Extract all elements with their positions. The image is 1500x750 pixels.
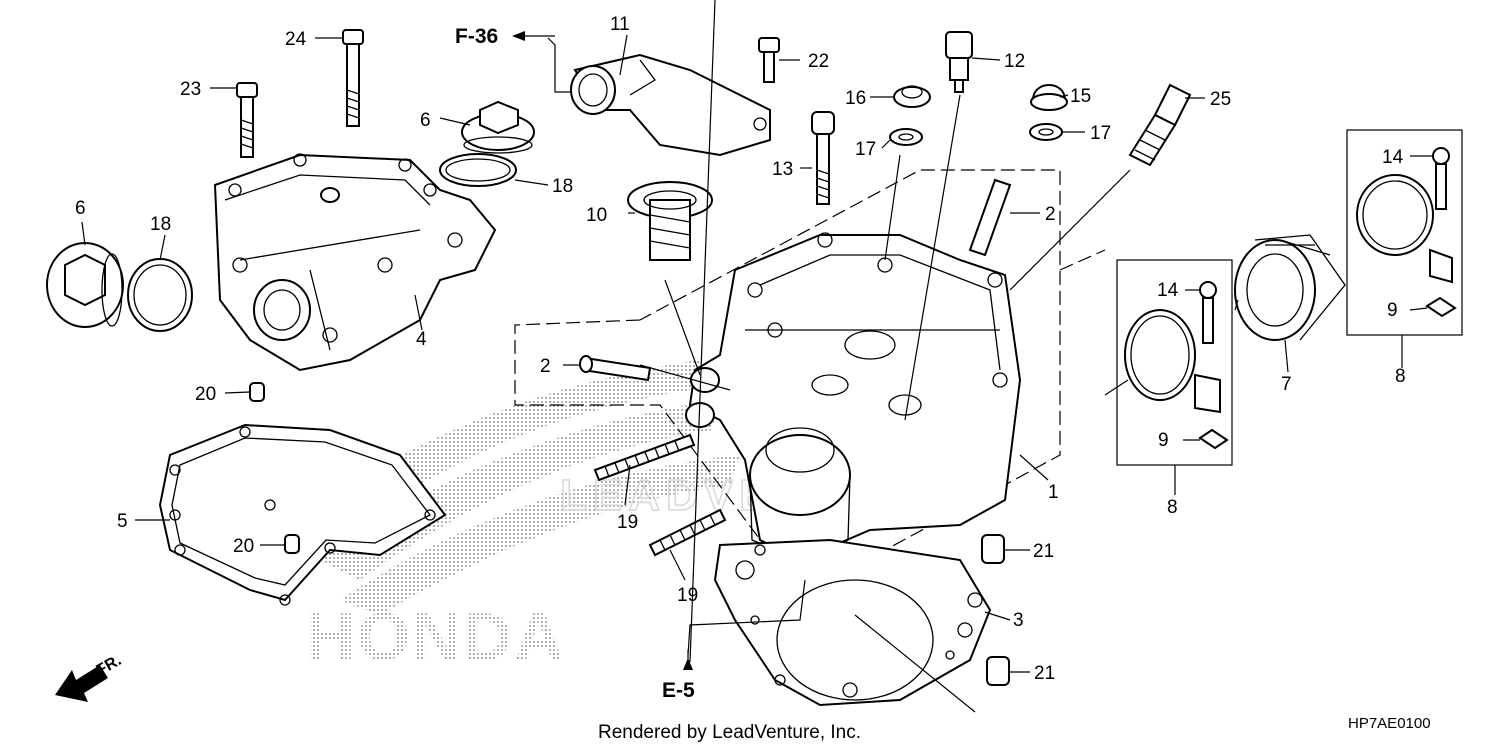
- cap-nut-15[interactable]: [1030, 84, 1068, 111]
- nut-9-right[interactable]: [1425, 296, 1457, 318]
- washer-17-left[interactable]: [889, 128, 923, 146]
- callout-15[interactable]: 15: [1070, 86, 1091, 107]
- dowel-pin-21-lower[interactable]: [986, 656, 1010, 686]
- nut-16[interactable]: [893, 85, 931, 108]
- callout-23[interactable]: 23: [180, 79, 201, 100]
- reference-f36[interactable]: F-36: [455, 25, 555, 48]
- bolt-24[interactable]: [342, 29, 364, 127]
- o-ring-upper[interactable]: [439, 153, 517, 187]
- callout-21-lower[interactable]: 21: [1034, 663, 1055, 684]
- stud-bolt-19-lower[interactable]: [648, 508, 727, 557]
- callout-11[interactable]: 11: [610, 14, 630, 35]
- callout-5[interactable]: 5: [117, 511, 128, 532]
- callout-8-right[interactable]: 8: [1395, 366, 1406, 387]
- screw-14-right[interactable]: [1432, 147, 1450, 210]
- nut-9-center[interactable]: [1198, 428, 1229, 450]
- rendered-by-credit: Rendered by LeadVenture, Inc.: [598, 722, 861, 743]
- thermostat-housing[interactable]: [570, 53, 771, 157]
- callout-13[interactable]: 13: [772, 159, 793, 180]
- head-cover-gasket[interactable]: [158, 423, 447, 606]
- bolt-22[interactable]: [758, 37, 780, 83]
- dowel-pin-20-lower[interactable]: [284, 534, 300, 554]
- dowel-pin-21-upper[interactable]: [981, 534, 1005, 564]
- callout-16[interactable]: 16: [845, 88, 866, 109]
- stud-bolt-19-upper[interactable]: [593, 433, 696, 482]
- oil-filler-cap-left[interactable]: [46, 242, 124, 328]
- diagram-code: HP7AE0100: [1348, 715, 1431, 732]
- callout-22[interactable]: 22: [808, 51, 829, 72]
- washer-17-right[interactable]: [1029, 123, 1063, 141]
- callout-2-left[interactable]: 2: [540, 356, 551, 377]
- cylinder-head-gasket[interactable]: [713, 538, 992, 707]
- callout-14-center[interactable]: 14: [1157, 280, 1179, 301]
- callout-1[interactable]: 1: [1048, 482, 1059, 503]
- leader-lines: [81, 0, 1433, 713]
- bolt-13[interactable]: [811, 111, 835, 205]
- callout-8-center[interactable]: 8: [1167, 497, 1178, 518]
- bolt-23[interactable]: [236, 82, 258, 158]
- temperature-sensor[interactable]: [945, 31, 973, 93]
- callout-25[interactable]: 25: [1210, 89, 1231, 110]
- o-ring-left[interactable]: [127, 258, 193, 332]
- callout-24[interactable]: 24: [285, 29, 307, 50]
- callout-9-right[interactable]: 9: [1387, 300, 1398, 321]
- cylinder-head-cover[interactable]: [213, 153, 497, 372]
- intake-boot[interactable]: [1234, 234, 1346, 341]
- dowel-pin-20-upper[interactable]: [249, 382, 265, 402]
- clamp-kit-box-right: [1346, 129, 1463, 336]
- callout-17-right[interactable]: 17: [1090, 123, 1111, 144]
- honda-logo-text: HONDA: [306, 599, 565, 675]
- front-direction-arrow: FR.: [55, 652, 124, 702]
- callout-20-lower[interactable]: 20: [233, 536, 254, 557]
- thermostat[interactable]: [627, 181, 713, 261]
- cylinder-head[interactable]: [685, 232, 1022, 571]
- callout-18-left[interactable]: 18: [150, 214, 171, 235]
- callout-9-center[interactable]: 9: [1158, 430, 1169, 451]
- callout-6-upper[interactable]: 6: [420, 110, 431, 131]
- intake-clamp-center[interactable]: [1124, 309, 1221, 414]
- callout-19-lower[interactable]: 19: [677, 585, 698, 606]
- dowel-pipe-left[interactable]: [579, 355, 652, 382]
- oil-filler-cap-upper[interactable]: [461, 100, 535, 154]
- spark-plug[interactable]: [1128, 83, 1192, 167]
- screw-14-center[interactable]: [1199, 281, 1217, 344]
- callout-14-right[interactable]: 14: [1382, 147, 1404, 168]
- reference-e5[interactable]: E-5: [662, 650, 695, 702]
- svg-text:F-36: F-36: [455, 25, 498, 48]
- callout-6-left[interactable]: 6: [75, 198, 86, 219]
- callout-4[interactable]: 4: [416, 329, 427, 350]
- callout-10[interactable]: 10: [586, 205, 607, 226]
- intake-clamp-right[interactable]: [1356, 174, 1453, 284]
- callout-20-upper[interactable]: 20: [195, 384, 216, 405]
- callout-17-left[interactable]: 17: [855, 139, 876, 160]
- callout-19-upper[interactable]: 19: [617, 512, 638, 533]
- callout-3[interactable]: 3: [1013, 610, 1024, 631]
- callout-labels: 1 2 2 3 4 5 6 6 7 8 8 9 9 10 11 12 13 14…: [75, 14, 1406, 684]
- callout-7[interactable]: 7: [1281, 374, 1292, 395]
- callout-12[interactable]: 12: [1004, 51, 1025, 72]
- callout-2-upper[interactable]: 2: [1045, 204, 1056, 225]
- callout-18-upper[interactable]: 18: [552, 176, 573, 197]
- callout-21-upper[interactable]: 21: [1033, 541, 1054, 562]
- dowel-pipe-upper[interactable]: [968, 178, 1012, 257]
- svg-text:E-5: E-5: [662, 679, 695, 702]
